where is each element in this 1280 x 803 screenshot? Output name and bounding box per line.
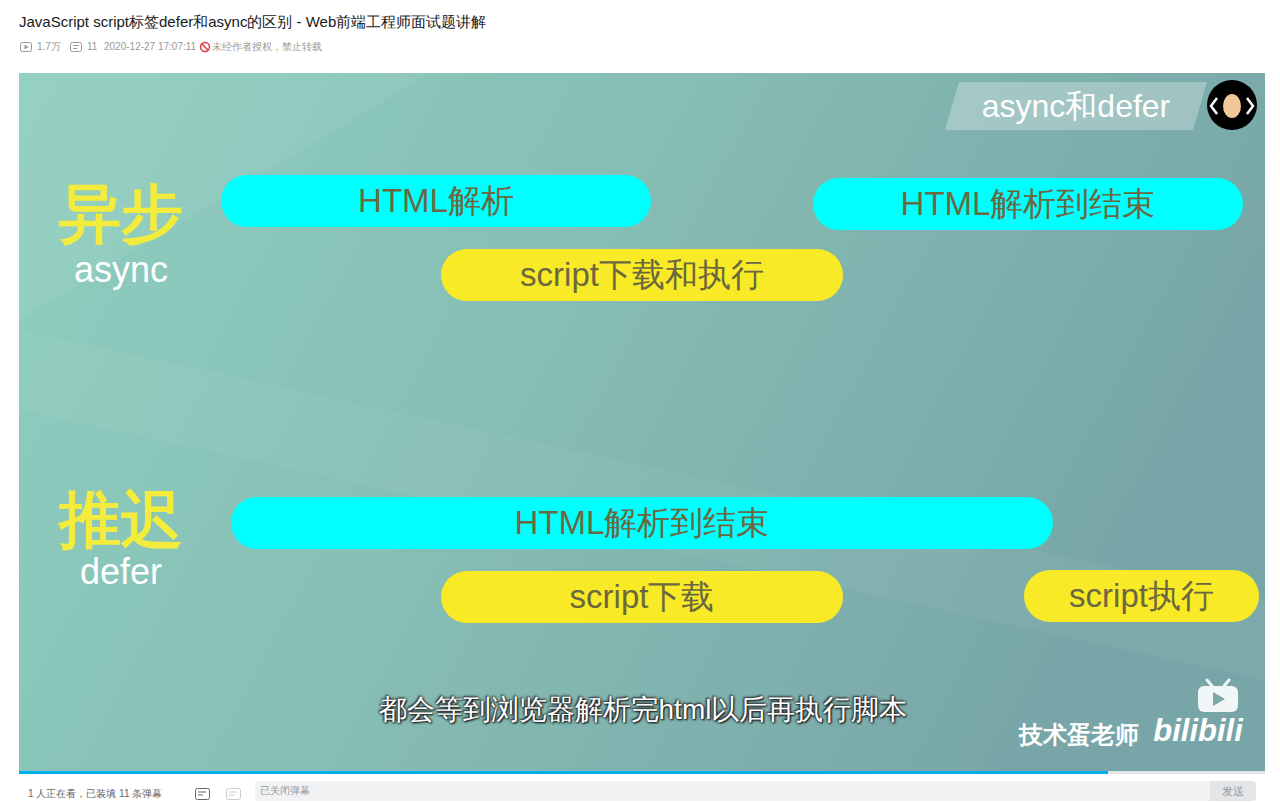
section-keyword: defer (80, 551, 162, 592)
script-bar-text: script下载 (570, 578, 715, 616)
send-button-text: 发送 (1222, 785, 1244, 798)
video-subtitle: 都会等到浏览器解析完html以后再执行脚本 (379, 694, 908, 726)
html-parse-bar-text: HTML解析 (358, 182, 514, 220)
danmaku-input-text: 已关闭弹幕 (260, 785, 310, 797)
html-parse-bar-text: HTML解析到结束 (901, 185, 1156, 223)
page-title: JavaScript script标签defer和async的区别 - Web前… (19, 13, 486, 30)
heading-badge: async和defer (945, 82, 1207, 130)
publish-date: 2020-12-27 17:07:11 (104, 41, 196, 53)
script-bar: script下载 (441, 571, 843, 623)
section-heading: 推迟 (59, 484, 183, 555)
bilibili-tv-icon (1198, 680, 1238, 712)
heading-badge-text: async和defer (982, 88, 1171, 125)
script-bar-text: script下载和执行 (520, 256, 764, 294)
script-bar: script下载和执行 (441, 249, 843, 301)
progress-track (1108, 771, 1265, 774)
light-streak (19, 330, 1265, 680)
danmaku-count: 11 (87, 41, 97, 53)
progress-bar (19, 771, 1108, 774)
html-parse-bar: HTML解析到结束 (813, 178, 1243, 230)
copyright-note: 未经作者授权，禁止转载 (212, 41, 322, 53)
script-bar-text: script执行 (1069, 577, 1214, 615)
view-count: 1.7万 (37, 41, 61, 53)
html-parse-bar: HTML解析 (221, 175, 651, 227)
html-parse-bar: HTML解析到结束 (231, 497, 1053, 549)
watermark: 技术蛋老师 (1019, 721, 1139, 749)
section-heading: 异步 (59, 178, 183, 249)
channel-logo (1207, 80, 1257, 130)
html-parse-bar-text: HTML解析到结束 (515, 504, 770, 542)
watermark: bilibili (1153, 713, 1243, 749)
send-button: 发送 (1210, 781, 1256, 801)
badge-fill (945, 82, 1207, 130)
danmaku-icons (196, 789, 241, 800)
section-keyword: async (74, 249, 168, 290)
viewer-status: 1 人正在看，已装填 11 条弹幕 (28, 788, 162, 800)
video-frame (19, 73, 1265, 773)
danmaku-input: 已关闭弹幕 (255, 781, 1210, 801)
script-bar: script执行 (1024, 570, 1259, 622)
